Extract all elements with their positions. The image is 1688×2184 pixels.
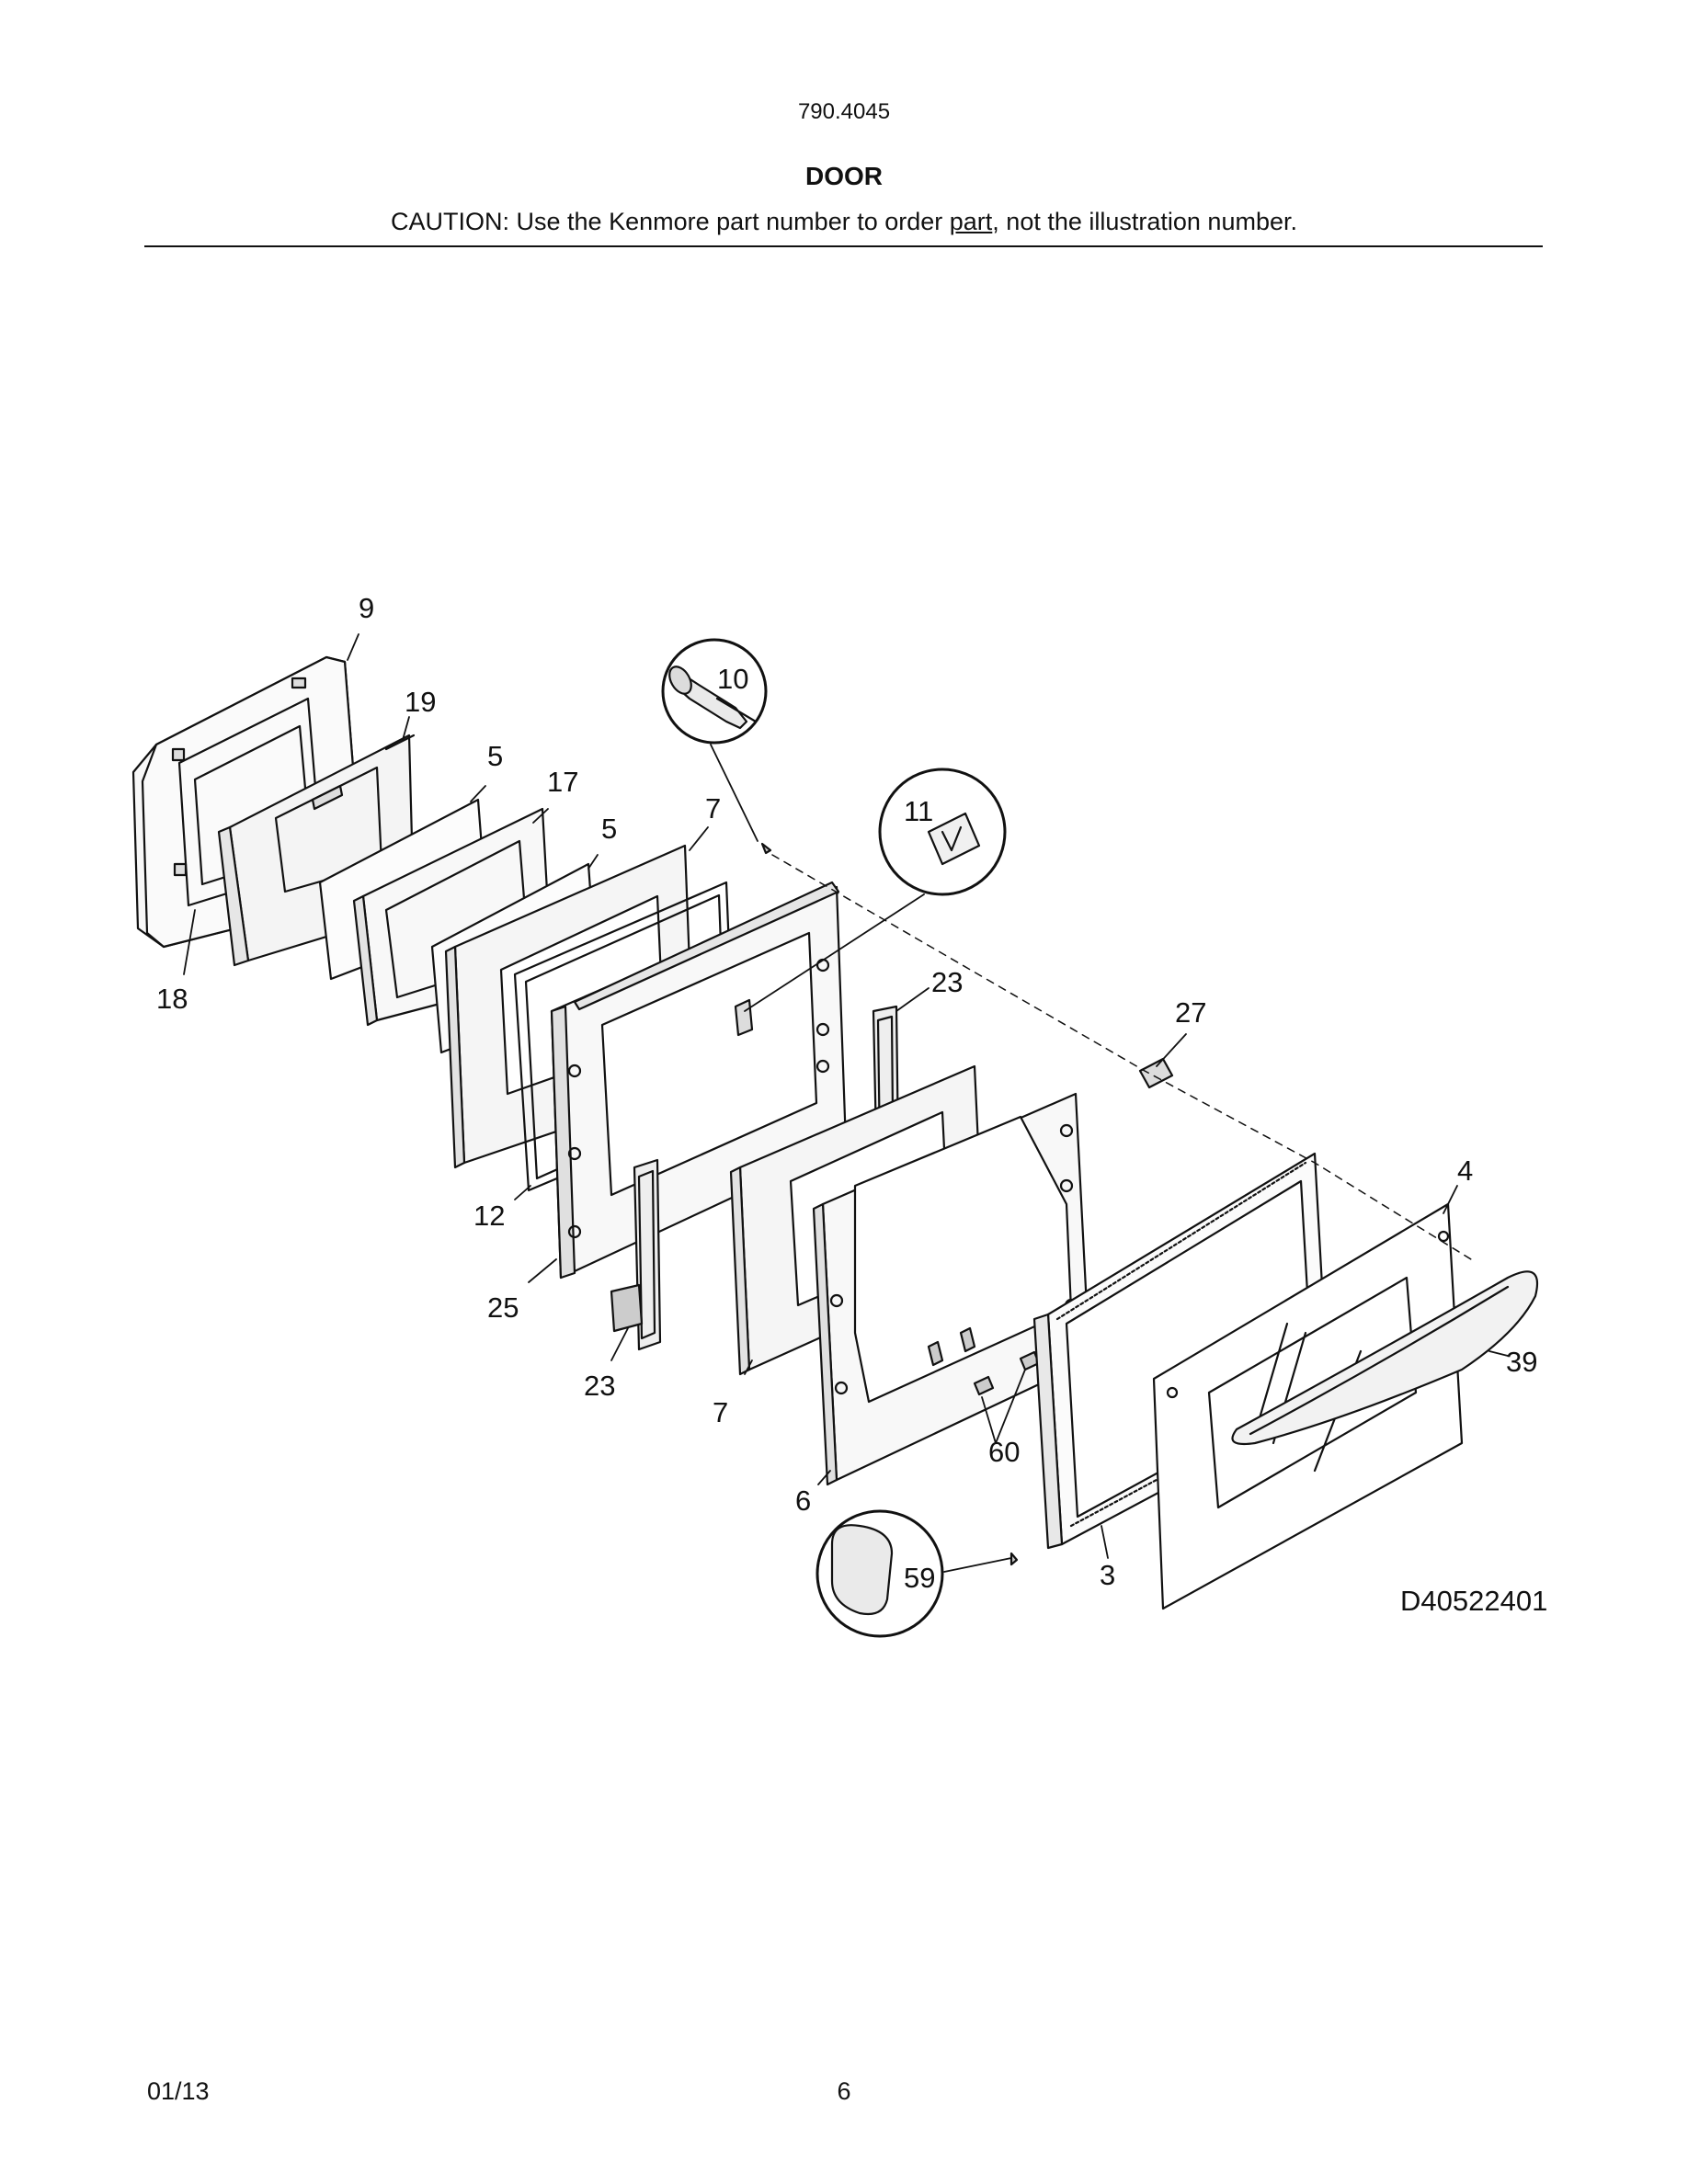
callout-25: 25 xyxy=(487,1291,519,1324)
caution-underlined-word: part xyxy=(949,208,993,235)
callout-5-b: 5 xyxy=(601,813,617,845)
part-23-hinge-b xyxy=(610,1158,662,1351)
callout-10: 10 xyxy=(717,663,748,695)
caution-prefix: CAUTION: Use the Kenmore part number to … xyxy=(391,208,950,235)
callout-23-a: 23 xyxy=(931,966,963,998)
part-6-outer-door-frame xyxy=(812,1092,1091,1486)
part-60-spacers xyxy=(973,1350,1041,1396)
callout-39: 39 xyxy=(1506,1346,1537,1378)
part-39-door-handle xyxy=(1231,1270,1539,1446)
callout-27: 27 xyxy=(1175,996,1206,1029)
drawing-id: D40522401 xyxy=(1400,1585,1547,1617)
callout-12: 12 xyxy=(473,1200,505,1232)
header-divider xyxy=(144,245,1543,247)
callout-5-a: 5 xyxy=(487,740,503,772)
callout-4: 4 xyxy=(1457,1155,1473,1187)
part-25-inner-door-frame xyxy=(550,881,848,1280)
leader-lines xyxy=(183,633,1509,1573)
callout-11: 11 xyxy=(904,795,933,827)
callout-19: 19 xyxy=(405,686,436,718)
callout-9: 9 xyxy=(359,592,374,624)
callout-60: 60 xyxy=(988,1436,1020,1468)
callout-3: 3 xyxy=(1100,1559,1115,1591)
assembly-axis xyxy=(771,854,1472,1260)
footer-date: 01/13 xyxy=(147,2077,210,2105)
callout-59: 59 xyxy=(904,1562,935,1594)
callout-7-b: 7 xyxy=(713,1396,728,1428)
page-number: 6 xyxy=(837,2077,851,2105)
part-11-clip-detail xyxy=(878,768,1007,896)
caution-note: CAUTION: Use the Kenmore part number to … xyxy=(0,208,1688,236)
model-number: 790.4045 xyxy=(797,99,891,124)
callout-6: 6 xyxy=(795,1484,811,1517)
part-27-bumper xyxy=(1138,1057,1174,1089)
part-59-plug-detail xyxy=(815,1509,1019,1638)
part-11-clip-small xyxy=(734,998,754,1037)
callout-23-b: 23 xyxy=(584,1370,615,1402)
part-3-glass-frame xyxy=(1032,1152,1330,1550)
callout-7-a: 7 xyxy=(705,792,721,825)
caution-suffix: , not the illustration number. xyxy=(992,208,1297,235)
callout-18: 18 xyxy=(156,983,188,1015)
part-10-screw-detail xyxy=(661,638,772,855)
section-title: DOOR xyxy=(805,162,883,190)
callout-17: 17 xyxy=(547,766,578,798)
